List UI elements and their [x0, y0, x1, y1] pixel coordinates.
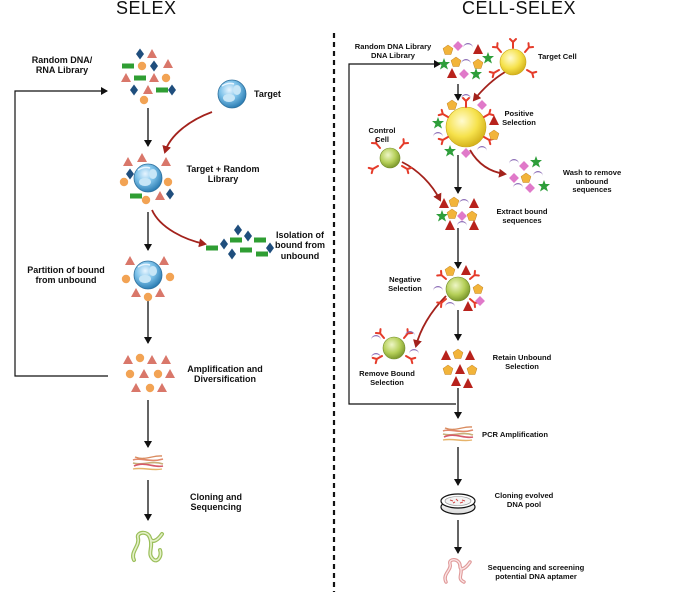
sequencing-label: Sequencing and screening potential DNA a… [487, 563, 585, 581]
cell-library-label: Random DNA Library DNA Library [354, 42, 432, 60]
loop-arrow [14, 87, 108, 377]
remove-bound-label: Remove Bound Selection [359, 369, 415, 387]
amplification-label: Amplification and Diversification [187, 364, 263, 385]
isolation-label: Isolation of bound from unbound [275, 230, 325, 261]
target-icon [217, 79, 247, 109]
extract-label: Extract bound sequences [496, 207, 548, 225]
partition-label: Partition of bound from unbound [27, 265, 105, 286]
retain-unbound-label: Retain Unbound Selection [492, 353, 552, 371]
wash-arrow [469, 149, 507, 178]
target-library-label: Target + Random Library [186, 164, 260, 185]
unbound-library-icon [206, 224, 274, 260]
negative-selection-cell-icon [433, 265, 485, 311]
pcr-label: PCR Amplification [482, 430, 548, 439]
cell-loop-arrow [348, 60, 456, 405]
target-arrow [162, 111, 213, 154]
target-library-icon [119, 153, 174, 205]
control-cell-icon [367, 138, 413, 175]
isolation-arrow [151, 209, 207, 248]
cell-selex-title: CELL-SELEX [462, 0, 577, 18]
target-cell-label: Target Cell [538, 52, 577, 61]
dna-aptamer-icon [443, 558, 472, 584]
bound-complex-icon [121, 256, 175, 302]
target-label: Target [254, 89, 281, 99]
positive-selection-cell-icon [432, 94, 500, 158]
negative-selection-label: Negative Selection [388, 275, 422, 293]
control-cell-label: Control Cell [368, 126, 396, 144]
bound-sequences-icon [436, 196, 479, 230]
cell-library-icon [438, 41, 494, 80]
remove-bound-arrow [413, 295, 447, 348]
unbound-sequences-icon [509, 156, 550, 193]
remove-bound-cell-icon [371, 328, 419, 365]
cloning-pool-label: Cloning evolved DNA pool [494, 491, 554, 509]
random-library-icon [121, 48, 176, 105]
unbound-selection-icon [441, 348, 478, 388]
pcr-ribbon-icon [442, 426, 474, 442]
wash-label: Wash to remove unbound sequences [562, 168, 622, 195]
petri-dish-icon [440, 493, 476, 515]
target-cell-icon [488, 38, 538, 79]
aptamer-icon [131, 530, 164, 563]
amplified-pool-icon [123, 353, 175, 393]
sequence-ribbon-icon [132, 455, 164, 471]
target-cell-arrow [472, 71, 506, 102]
positive-selection-label: Positive Selection [502, 109, 536, 127]
selex-title: SELEX [116, 0, 177, 18]
control-cell-arrow [401, 161, 442, 202]
cloning-label: Cloning and Sequencing [190, 492, 242, 513]
random-library-label: Random DNA/ RNA Library [31, 55, 93, 76]
